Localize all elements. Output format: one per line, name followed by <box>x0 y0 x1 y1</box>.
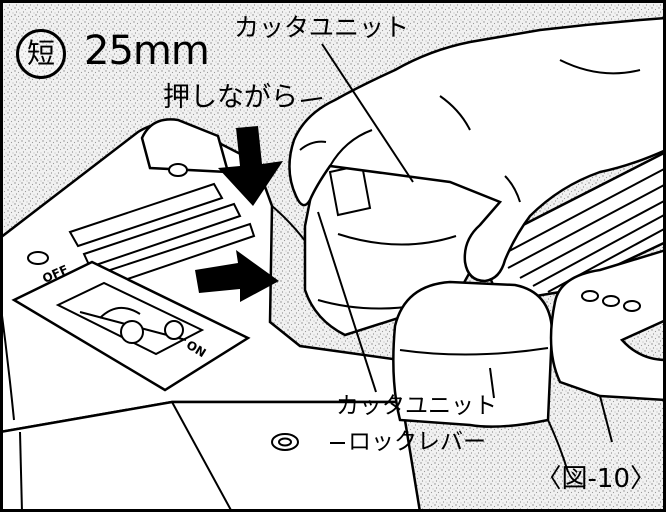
cutter-unit-label-bottom: カッタユニット <box>336 393 497 419</box>
switch-knob-left <box>120 320 144 344</box>
length-type-char: 短 <box>26 37 55 70</box>
leader-lock-lever <box>317 211 377 393</box>
lock-lever-block <box>392 280 554 428</box>
lock-lever-label: ロックレバー <box>348 429 486 455</box>
length-type-circled-mark: 短 <box>16 29 66 79</box>
cutter-unit-label-top: カッタユニット <box>234 13 410 42</box>
side-lever <box>547 248 666 473</box>
leader-press-while <box>300 97 323 102</box>
figure-number-label: 〈図-10〉 <box>535 464 656 494</box>
hand <box>288 16 666 283</box>
leader-lines <box>300 43 414 444</box>
top-plate-slots <box>68 182 256 289</box>
press-while-label: 押しながら <box>163 82 298 113</box>
leader-cutter-unit-top <box>321 43 414 183</box>
switch-knob-right <box>164 320 184 340</box>
press-down-arrow <box>218 126 283 206</box>
length-size-label: 25mm <box>84 28 210 74</box>
slide-right-arrow <box>195 250 279 302</box>
switch-panel <box>11 260 251 392</box>
